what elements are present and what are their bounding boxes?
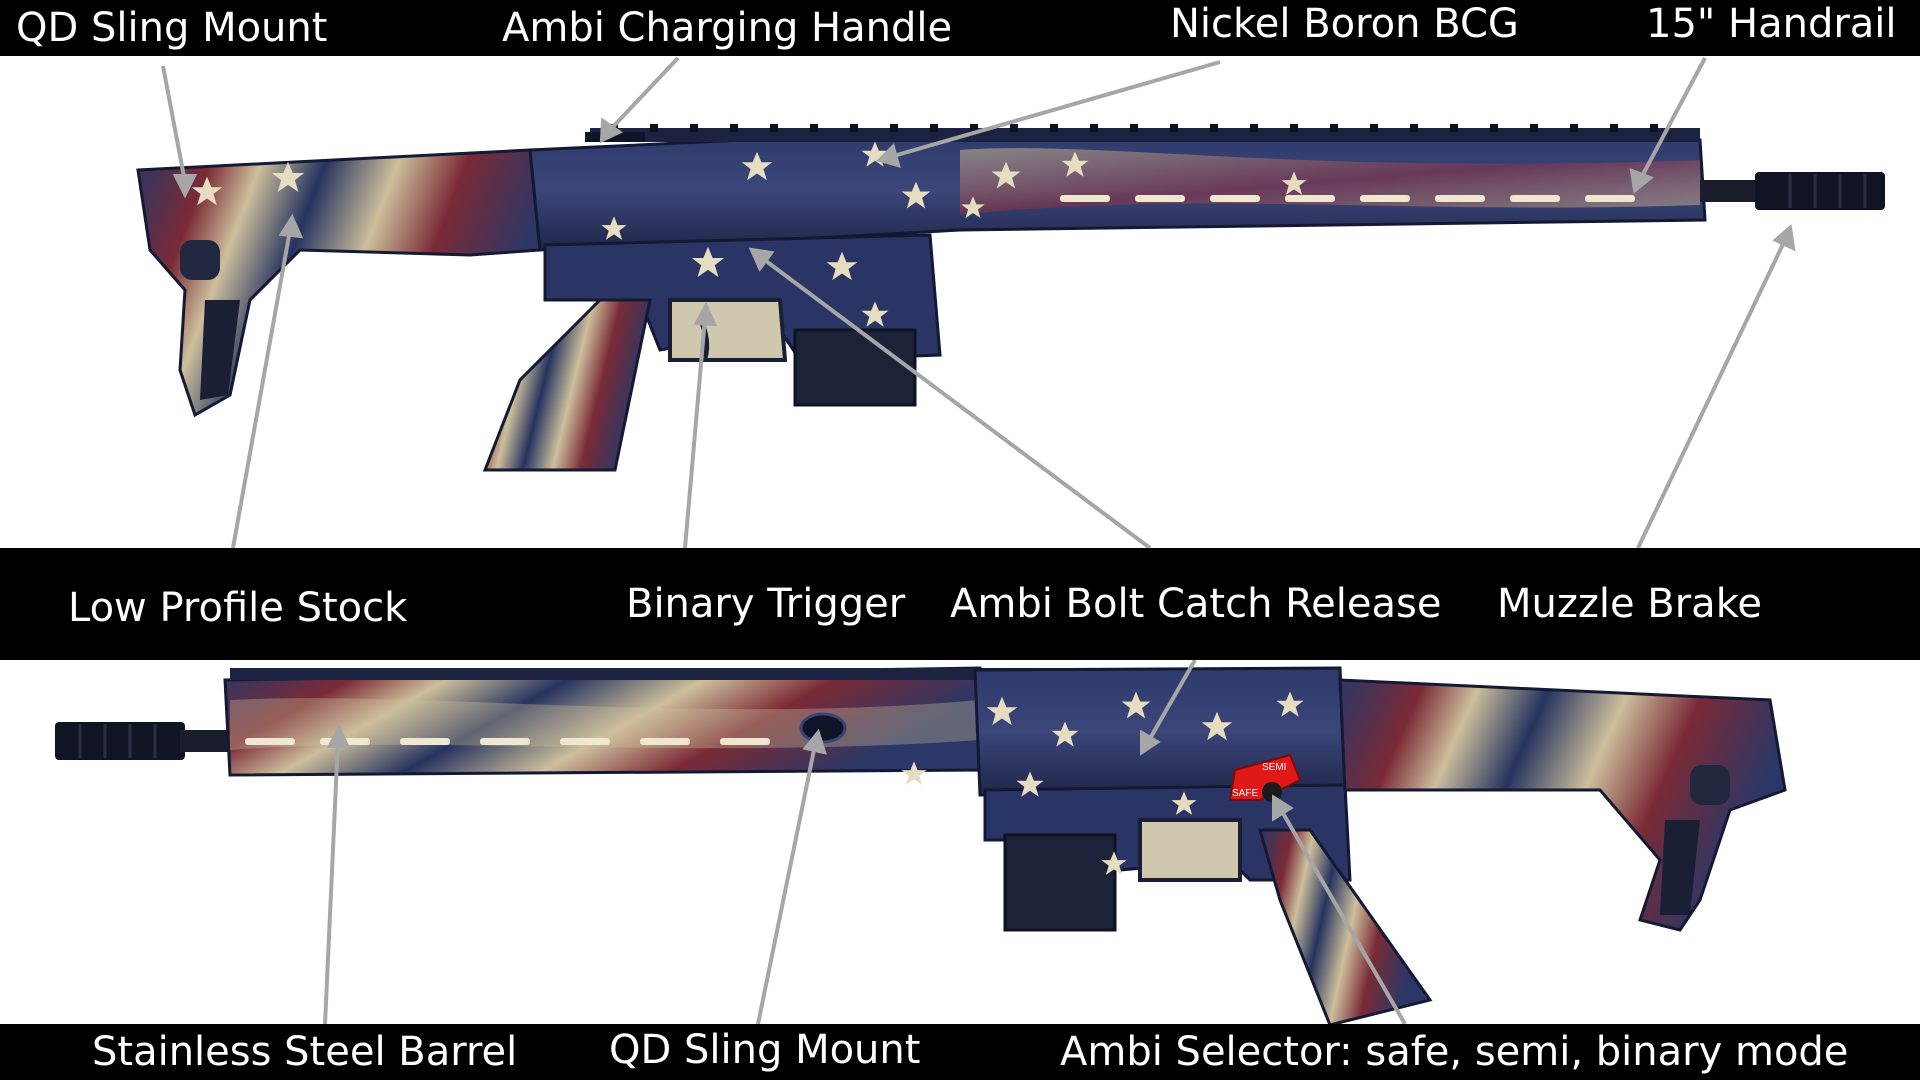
bottom-muzzle-brake [55,722,185,760]
label-qd-sling-mount-top: QD Sling Mount [16,5,328,51]
top-grip [482,298,652,472]
top-muzzle-brake [1755,172,1885,210]
top-label-band [0,0,1920,56]
label-qd-sling-mount-bottom: QD Sling Mount [609,1027,921,1073]
ambi-selector-lever: SEMI SAFE [1228,753,1302,802]
label-muzzle-brake: Muzzle Brake [1497,581,1763,627]
bottom-grip [1258,828,1433,1027]
label-ambi-charging-handle: Ambi Charging Handle [502,5,953,51]
label-ambi-bolt-catch-release: Ambi Bolt Catch Release [950,581,1442,627]
label-binary-trigger: Binary Trigger [626,581,906,627]
bottom-rifle: SEMI SAFE [55,666,1787,1027]
selector-semi-marking: SEMI [1262,762,1286,773]
bottom-rifle-stock [1338,678,1787,932]
label-handrail: 15" Handrail [1646,1,1897,47]
label-low-profile-stock: Low Profile Stock [68,585,408,631]
top-rifle [136,124,1885,472]
label-nickel-boron-bcg: Nickel Boron BCG [1170,1,1519,47]
top-magazine [793,328,917,407]
label-ambi-selector: Ambi Selector: safe, semi, binary mode [1060,1029,1849,1075]
middle-label-band [0,548,1920,660]
bottom-label-band [0,1024,1920,1080]
leader-lines [161,56,1796,1026]
selector-safe-marking: SAFE [1232,788,1258,799]
bottom-magazine [1003,833,1117,932]
label-stainless-steel-barrel: Stainless Steel Barrel [92,1029,518,1075]
